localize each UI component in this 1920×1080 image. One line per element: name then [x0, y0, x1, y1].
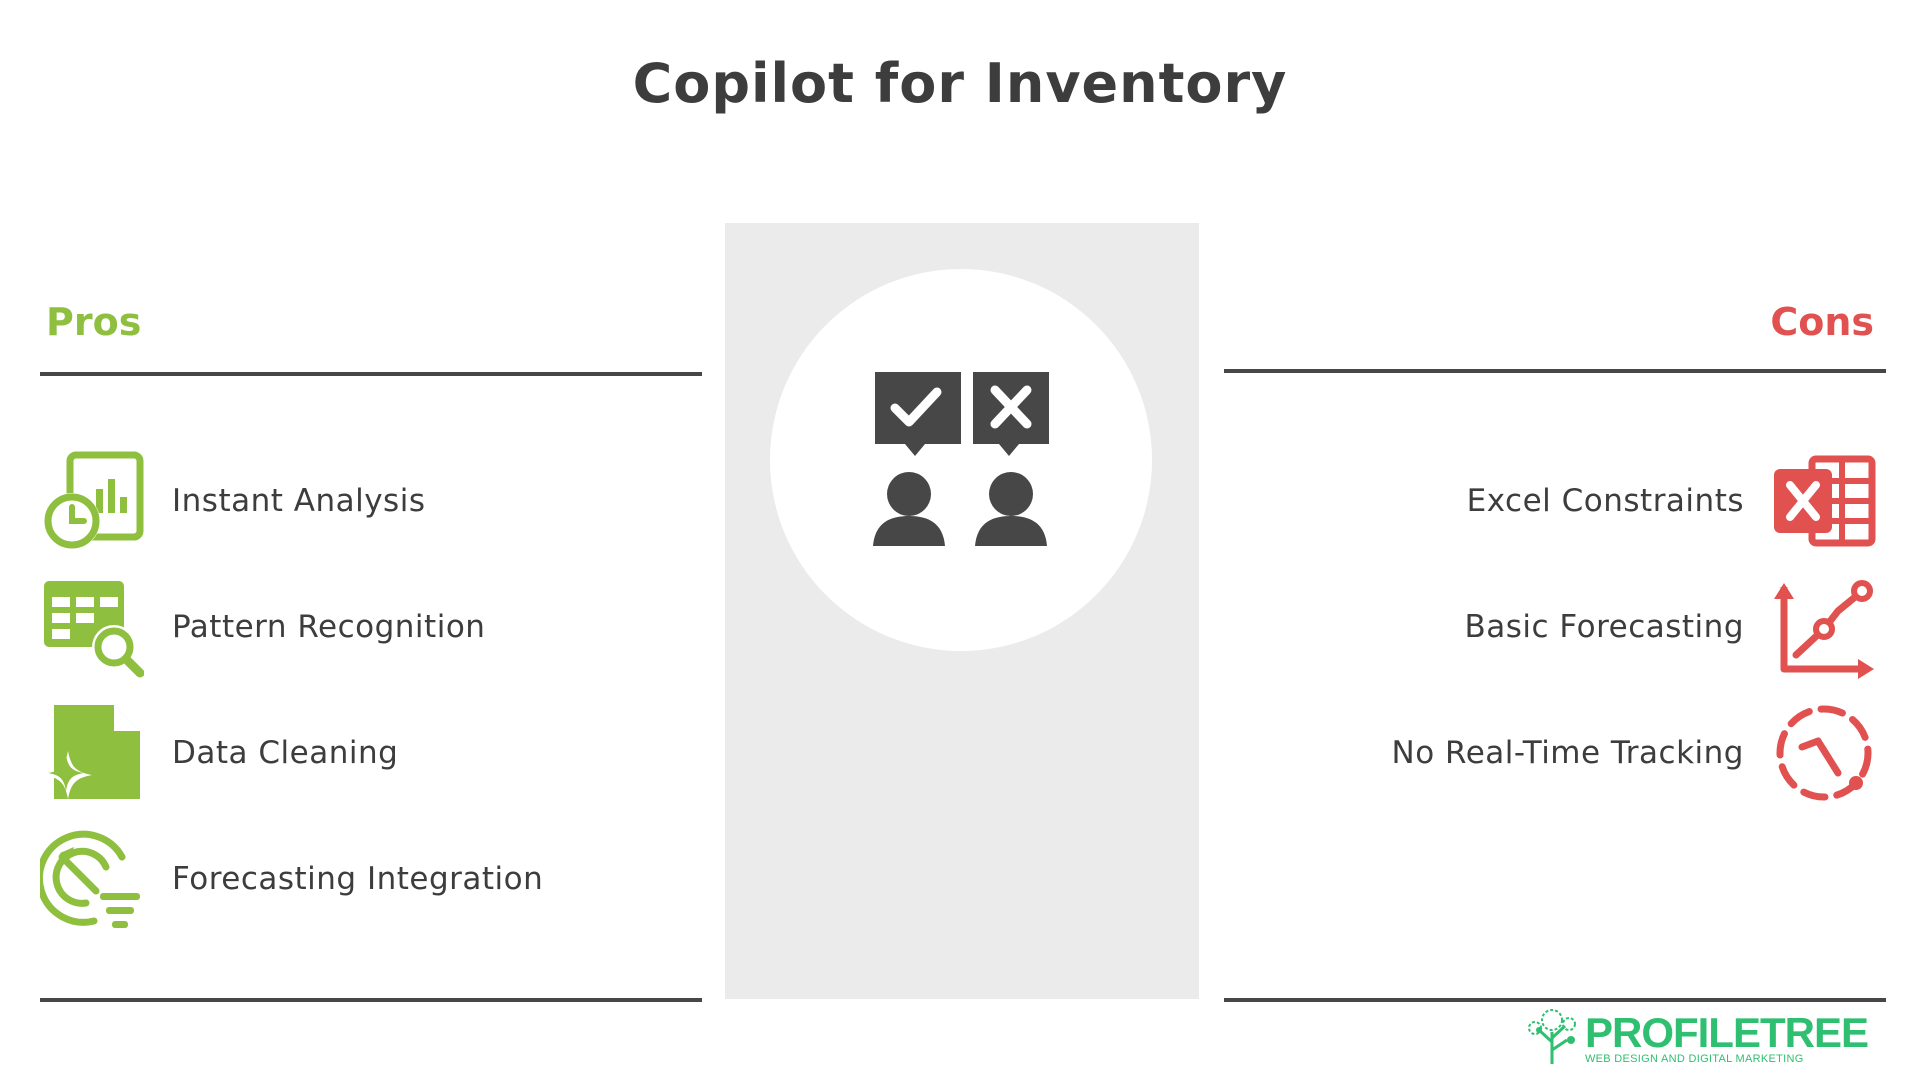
pros-item-data-cleaning: Data Cleaning	[40, 698, 398, 808]
pros-item-pattern-recognition: Pattern Recognition	[40, 572, 485, 682]
pros-item-forecasting-integration: Forecasting Integration	[40, 824, 543, 934]
cons-top-divider	[1224, 369, 1886, 373]
cons-heading: Cons	[1770, 300, 1874, 344]
pros-item-label: Pattern Recognition	[172, 609, 486, 645]
cons-item-basic-forecasting: Basic Forecasting	[1464, 572, 1876, 682]
cons-item-no-real-time-tracking: No Real-Time Tracking	[1392, 698, 1876, 808]
cons-item-label: No Real-Time Tracking	[1391, 735, 1744, 771]
cons-bottom-divider	[1224, 998, 1886, 1002]
pros-bottom-divider	[40, 998, 702, 1002]
profiletree-logo[interactable]: PROFILETREE WEB DESIGN AND DIGITAL MARKE…	[1525, 1008, 1869, 1070]
logo-name: PROFILETREE	[1584, 1009, 1869, 1056]
trend-axes-icon	[1772, 575, 1876, 679]
cons-item-label: Basic Forecasting	[1464, 609, 1744, 645]
page-title: Copilot for Inventory	[632, 52, 1288, 115]
pros-cons-people-icon	[871, 368, 1051, 552]
clock-chart-document-icon	[40, 449, 144, 553]
pros-item-label: Forecasting Integration	[172, 861, 544, 897]
logo-text: PROFILETREE WEB DESIGN AND DIGITAL MARKE…	[1584, 1009, 1869, 1066]
pros-item-label: Data Cleaning	[172, 735, 399, 771]
pros-top-divider	[40, 372, 702, 376]
center-circle	[770, 269, 1152, 651]
pros-heading: Pros	[46, 300, 142, 344]
excel-icon	[1772, 449, 1876, 553]
radar-filter-icon	[40, 827, 144, 931]
dashed-clock-icon	[1772, 701, 1876, 805]
cons-item-label: Excel Constraints	[1466, 483, 1744, 519]
sparkle-document-icon	[40, 701, 144, 805]
pros-item-instant-analysis: Instant Analysis	[40, 446, 425, 556]
pros-item-label: Instant Analysis	[172, 483, 426, 519]
logo-tagline: WEB DESIGN AND DIGITAL MARKETING	[1584, 1053, 1804, 1065]
cons-item-excel-constraints: Excel Constraints	[1467, 446, 1876, 556]
tree-logo-icon	[1525, 1008, 1579, 1070]
table-magnifier-icon	[40, 575, 144, 679]
